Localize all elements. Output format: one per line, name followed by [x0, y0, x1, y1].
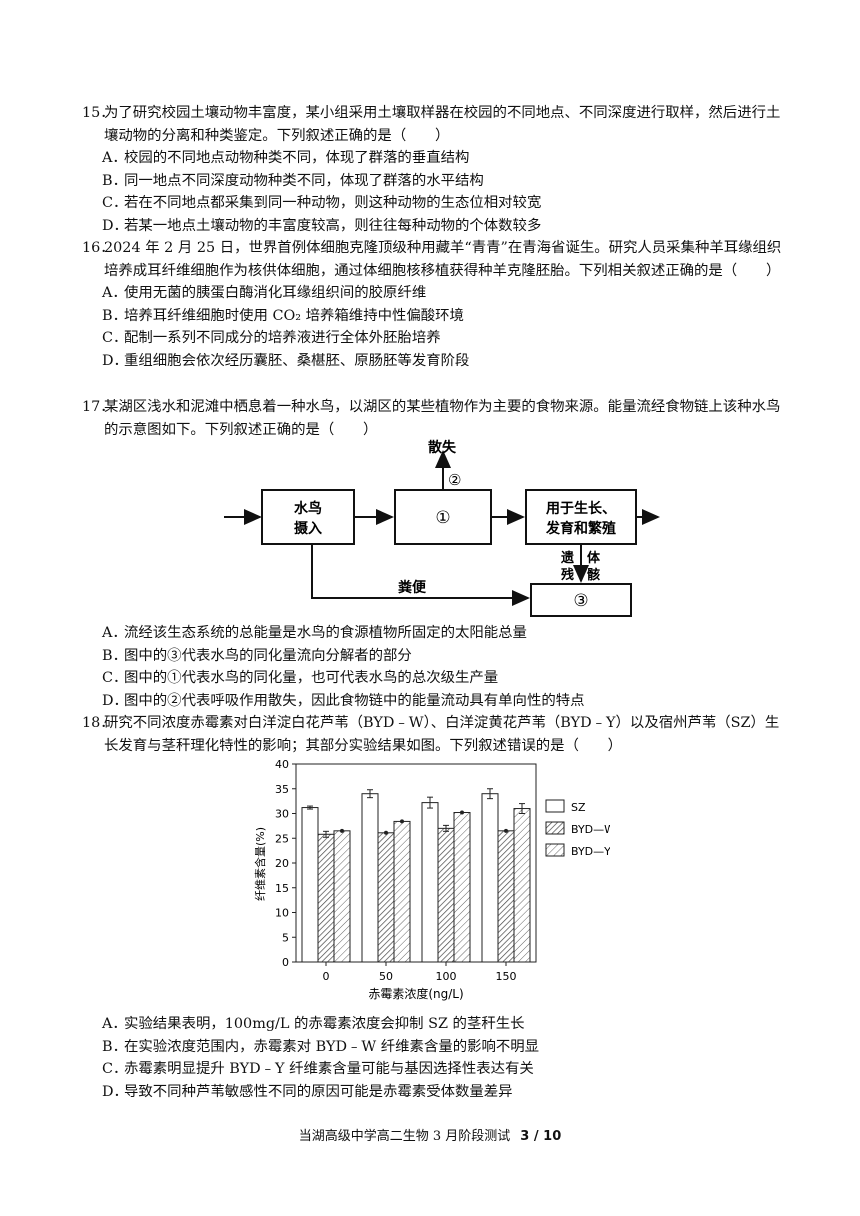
label-remains-4: 骸: [587, 567, 600, 583]
legend-swatch: [545, 799, 565, 813]
bar-0-1: [361, 793, 379, 963]
x-tick-label: 150: [496, 970, 517, 983]
option-b: B．同一地点不同深度动物种类不同，体现了群落的水平结构: [102, 172, 484, 189]
option-d: D．图中的②代表呼吸作用散失，因此食物链中的能量流动具有单向性的特点: [102, 692, 585, 709]
bar-1-1: [377, 832, 395, 963]
footer-title: 当湖高级中学高二生物 3 月阶段测试: [298, 1129, 511, 1144]
question-stem: 15．为了研究校园土壤动物丰富度，某小组采用土壤取样器在校园的不同地点、不同深度…: [82, 105, 781, 144]
y-tick-label: 25: [275, 832, 289, 845]
bar-0-3: [481, 793, 499, 963]
y-tick-label: 5: [282, 931, 289, 944]
question-15: 15．为了研究校园土壤动物丰富度，某小组采用土壤取样器在校园的不同地点、不同深度…: [82, 102, 782, 237]
label-remains-2: 体: [587, 550, 601, 566]
label-lost: 散失: [428, 439, 457, 456]
option-a: A．实验结果表明，100mg/L 的赤霉素浓度会抑制 SZ 的茎秆生长: [102, 1016, 525, 1032]
bar-2-0: [333, 830, 351, 963]
question-18-options: A．实验结果表明，100mg/L 的赤霉素浓度会抑制 SZ 的茎秆生长 B．在实…: [82, 1013, 782, 1103]
question-stem: 18．研究不同浓度赤霉素对白洋淀白花芦苇（BYD﹣W）、白洋淀黄花芦苇（BYD﹣…: [82, 715, 780, 754]
bar-1-2: [437, 827, 455, 963]
y-tick-label: 20: [275, 857, 289, 870]
bar-2-1: [393, 820, 411, 963]
y-tick-label: 15: [275, 882, 289, 895]
option-b: B．培养耳纤维细胞时使用 CO₂ 培养箱维持中性偏酸环境: [102, 307, 464, 324]
error-dot: [340, 828, 344, 833]
y-tick-label: 30: [275, 808, 289, 821]
label-remains-3: 残: [561, 567, 574, 583]
error-dot: [460, 810, 464, 815]
error-dot: [384, 830, 388, 835]
x-tick-label: 0: [323, 970, 330, 983]
cellulose-bar-chart: 0 5 10 15 20 25 30 35 40 0 50 100 150 SZ BYD—W BYD—Y 纤…: [253, 758, 610, 1001]
x-axis-label: 赤霉素浓度(ng/L): [368, 986, 463, 1001]
box-intake-line2: 摄入: [294, 520, 322, 537]
option-b: B．在实验浓度范围内，赤霉素对 BYD﹣W 纤维素含量的影响不明显: [102, 1038, 540, 1055]
y-tick-label: 10: [275, 907, 289, 920]
page-footer: 当湖高级中学高二生物 3 月阶段测试 3 / 10: [0, 1125, 860, 1144]
legend-label: BYD—Y: [571, 845, 610, 858]
option-c: C．若在不同地点都采集到同一种动物，则这种动物的生态位相对较宽: [102, 195, 542, 211]
box-growth: [525, 489, 637, 545]
option-b: B．图中的③代表水鸟的同化量流向分解者的部分: [102, 647, 412, 664]
legend-swatch: [545, 821, 565, 835]
option-a: A．使用无菌的胰蛋白酶消化耳缘组织间的胶原纤维: [102, 285, 427, 301]
page-number: 3 / 10: [520, 1129, 562, 1144]
bar-1-3: [497, 830, 515, 963]
option-c: C．赤霉素明显提升 BYD﹣Y 纤维素含量可能与基因选择性表达有关: [102, 1061, 534, 1077]
option-d: D．若某一地点土壤动物的丰富度较高，则往往每种动物的个体数较多: [102, 217, 542, 234]
box-growth-line2: 发育和繁殖: [545, 520, 616, 537]
box-1-label: ①: [435, 508, 450, 528]
question-16: 16．2024 年 2 月 25 日，世界首例体细胞克隆顶级种用藏羊“青青”在青…: [82, 237, 782, 372]
error-dot: [400, 819, 404, 824]
legend-label: BYD—W: [571, 823, 610, 836]
box-3: [530, 583, 632, 617]
bar-0-2: [421, 802, 439, 963]
y-tick-label: 40: [275, 758, 289, 771]
y-tick-label: 35: [275, 783, 289, 796]
bar-2-2: [453, 812, 471, 963]
box-growth-line1: 用于生长、: [546, 500, 616, 517]
label-2: ②: [448, 471, 461, 489]
question-stem: 16．2024 年 2 月 25 日，世界首例体细胞克隆顶级种用藏羊“青青”在青…: [82, 240, 782, 279]
y-tick-label: 0: [282, 956, 289, 969]
error-dot: [504, 828, 508, 833]
option-c: C．配制一系列不同成分的培养液进行全体外胚胎培养: [102, 330, 441, 346]
energy-flow-diagram: 水鸟 摄入 ① 散失 ② 用于生长、 发育和繁殖 遗 体 残 骸 ③ 粪便: [224, 439, 660, 617]
bar-2-3: [513, 808, 531, 963]
option-d: D．导致不同种芦苇敏感性不同的原因可能是赤霉素受体数量差异: [102, 1083, 513, 1100]
box-3-label: ③: [573, 591, 588, 611]
option-d: D．重组细胞会依次经历囊胚、桑椹胚、原肠胚等发育阶段: [102, 352, 470, 369]
question-17: 17．某湖区浅水和泥滩中栖息着一种水鸟，以湖区的某些植物作为主要的食物来源。能量…: [82, 396, 782, 441]
label-remains-1: 遗: [560, 550, 575, 566]
x-tick-label: 50: [379, 970, 393, 983]
question-18: 18．研究不同浓度赤霉素对白洋淀白花芦苇（BYD﹣W）、白洋淀黄花芦苇（BYD﹣…: [82, 712, 782, 757]
question-stem: 17．某湖区浅水和泥滩中栖息着一种水鸟，以湖区的某些植物作为主要的食物来源。能量…: [82, 399, 781, 438]
label-feces: 粪便: [398, 579, 427, 596]
x-tick-label: 100: [436, 970, 457, 983]
box-intake-line1: 水鸟: [294, 500, 322, 517]
question-17-options: A．流经该生态系统的总能量是水鸟的食源植物所固定的太阳能总量 B．图中的③代表水…: [82, 622, 782, 712]
legend-label: SZ: [571, 801, 586, 814]
y-axis-label: 纤维素含量(%): [253, 827, 267, 901]
option-c: C．图中的①代表水鸟的同化量，也可代表水鸟的总次级生产量: [102, 670, 499, 686]
option-a: A．流经该生态系统的总能量是水鸟的食源植物所固定的太阳能总量: [102, 625, 527, 641]
bar-1-0: [317, 833, 335, 963]
legend-swatch: [545, 843, 565, 857]
bar-0-0: [301, 807, 319, 963]
option-a: A．校园的不同地点动物种类不同，体现了群落的垂直结构: [102, 150, 470, 166]
